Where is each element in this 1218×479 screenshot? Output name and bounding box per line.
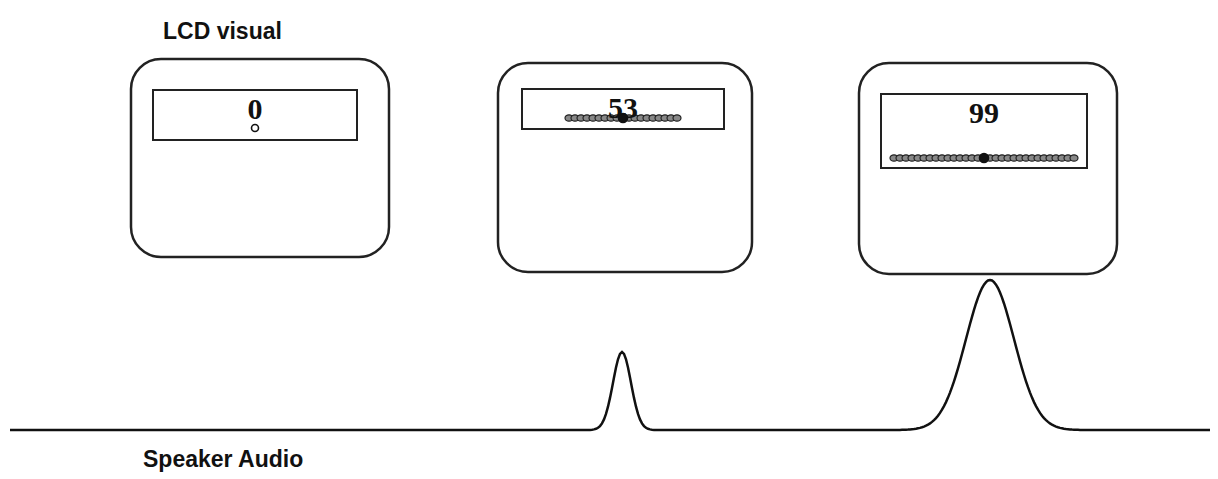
caption-label: LCD visual <box>163 18 282 45</box>
level-number: 53 <box>523 92 723 124</box>
lcd-screen: 99 <box>880 93 1088 169</box>
level-bars <box>252 114 1079 163</box>
lcd-screen: 53 <box>521 88 725 130</box>
device-housing <box>131 59 389 257</box>
level-number: 0 <box>154 93 356 125</box>
lcd-screen: 0 <box>152 89 358 141</box>
device-housing <box>498 63 752 272</box>
caption-label: Speaker Audio <box>143 446 303 473</box>
device-housing <box>859 63 1117 274</box>
level-number: 99 <box>882 97 1086 129</box>
audio-waveform <box>10 280 1210 430</box>
